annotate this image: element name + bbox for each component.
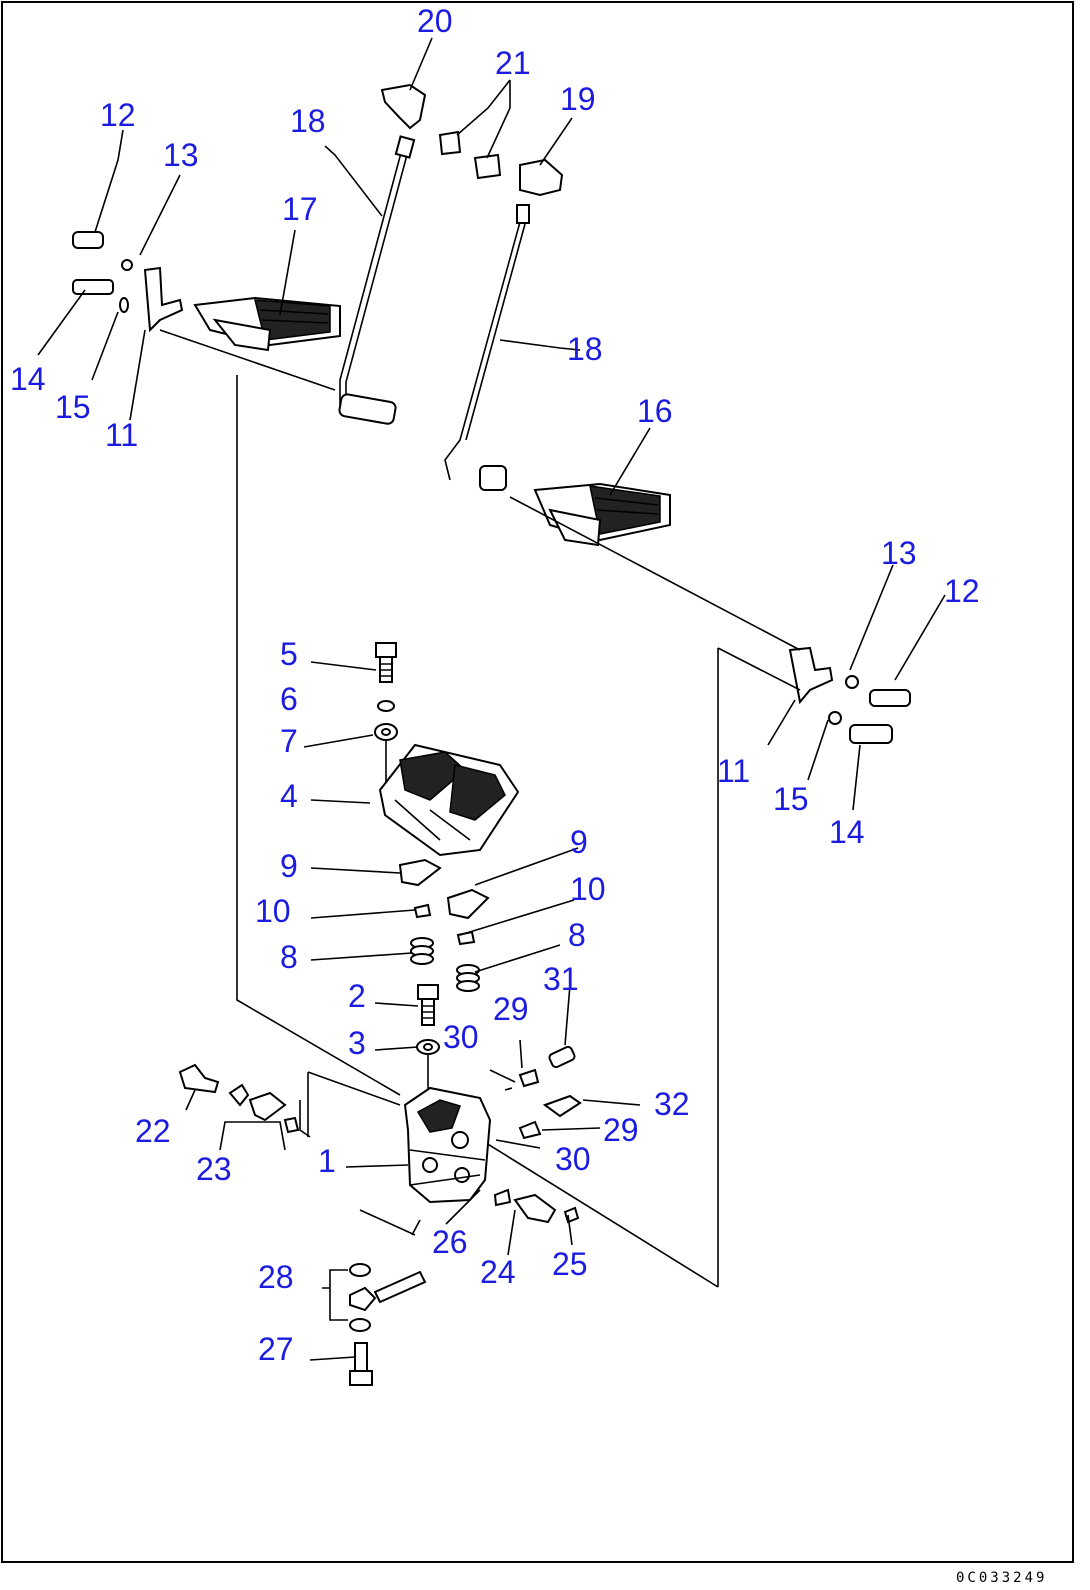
callout-19: 19 bbox=[560, 81, 596, 117]
callout-17: 17 bbox=[282, 191, 318, 227]
callout-7: 7 bbox=[280, 723, 298, 759]
callout-11: 11 bbox=[717, 753, 750, 789]
linkage-connectors bbox=[380, 83, 564, 224]
callout-12: 12 bbox=[100, 97, 136, 133]
callout-24: 24 bbox=[480, 1254, 516, 1290]
callout-10: 10 bbox=[570, 871, 606, 907]
bottom-parts bbox=[349, 1188, 580, 1386]
callout-28: 28 bbox=[258, 1259, 294, 1295]
callout-11: 11 bbox=[105, 417, 138, 453]
callout-4: 4 bbox=[280, 778, 298, 814]
callout-13: 13 bbox=[163, 137, 199, 173]
drawing-number: 0C033249 bbox=[956, 1570, 1047, 1586]
side-connectors bbox=[178, 1063, 300, 1151]
callout-18: 18 bbox=[290, 103, 326, 139]
leader-lines bbox=[37, 37, 946, 1361]
callout-10: 10 bbox=[255, 893, 291, 929]
callout-32: 32 bbox=[654, 1086, 690, 1122]
callout-16: 16 bbox=[637, 393, 673, 429]
callout-30: 30 bbox=[443, 1019, 479, 1055]
right-pedal-assembly bbox=[444, 221, 911, 744]
callout-8: 8 bbox=[280, 939, 298, 975]
callout-3: 3 bbox=[348, 1025, 366, 1061]
callout-6: 6 bbox=[280, 681, 298, 717]
callout-14: 14 bbox=[829, 814, 865, 850]
callout-25: 25 bbox=[552, 1246, 588, 1282]
callout-8: 8 bbox=[568, 917, 586, 953]
callout-23: 23 bbox=[196, 1151, 232, 1187]
callout-12: 12 bbox=[944, 573, 980, 609]
callout-20: 20 bbox=[417, 3, 453, 39]
valve-fittings bbox=[489, 1039, 641, 1149]
callout-1: 1 bbox=[318, 1143, 336, 1179]
callout-15: 15 bbox=[55, 389, 91, 425]
callout-9: 9 bbox=[570, 824, 588, 860]
callouts: 20 21 19 12 13 18 17 14 15 11 18 16 13 1… bbox=[10, 3, 980, 1367]
callout-27: 27 bbox=[258, 1331, 294, 1367]
callout-13: 13 bbox=[881, 535, 917, 571]
callout-15: 15 bbox=[773, 781, 809, 817]
callout-2: 2 bbox=[348, 978, 366, 1014]
valve-stack bbox=[374, 642, 520, 1204]
callout-18: 18 bbox=[567, 331, 603, 367]
callout-31: 31 bbox=[543, 961, 579, 997]
assembly-lines bbox=[159, 329, 801, 1288]
callout-29: 29 bbox=[493, 991, 529, 1027]
callout-22: 22 bbox=[135, 1113, 171, 1149]
callout-9: 9 bbox=[280, 848, 298, 884]
callout-5: 5 bbox=[280, 636, 298, 672]
callout-30: 30 bbox=[555, 1141, 591, 1177]
drawing-border bbox=[1, 1, 1074, 1563]
callout-29: 29 bbox=[603, 1112, 639, 1148]
callout-14: 14 bbox=[10, 361, 46, 397]
callout-26: 26 bbox=[432, 1224, 468, 1260]
callout-21: 21 bbox=[495, 45, 531, 81]
left-pedal-assembly bbox=[72, 135, 416, 425]
